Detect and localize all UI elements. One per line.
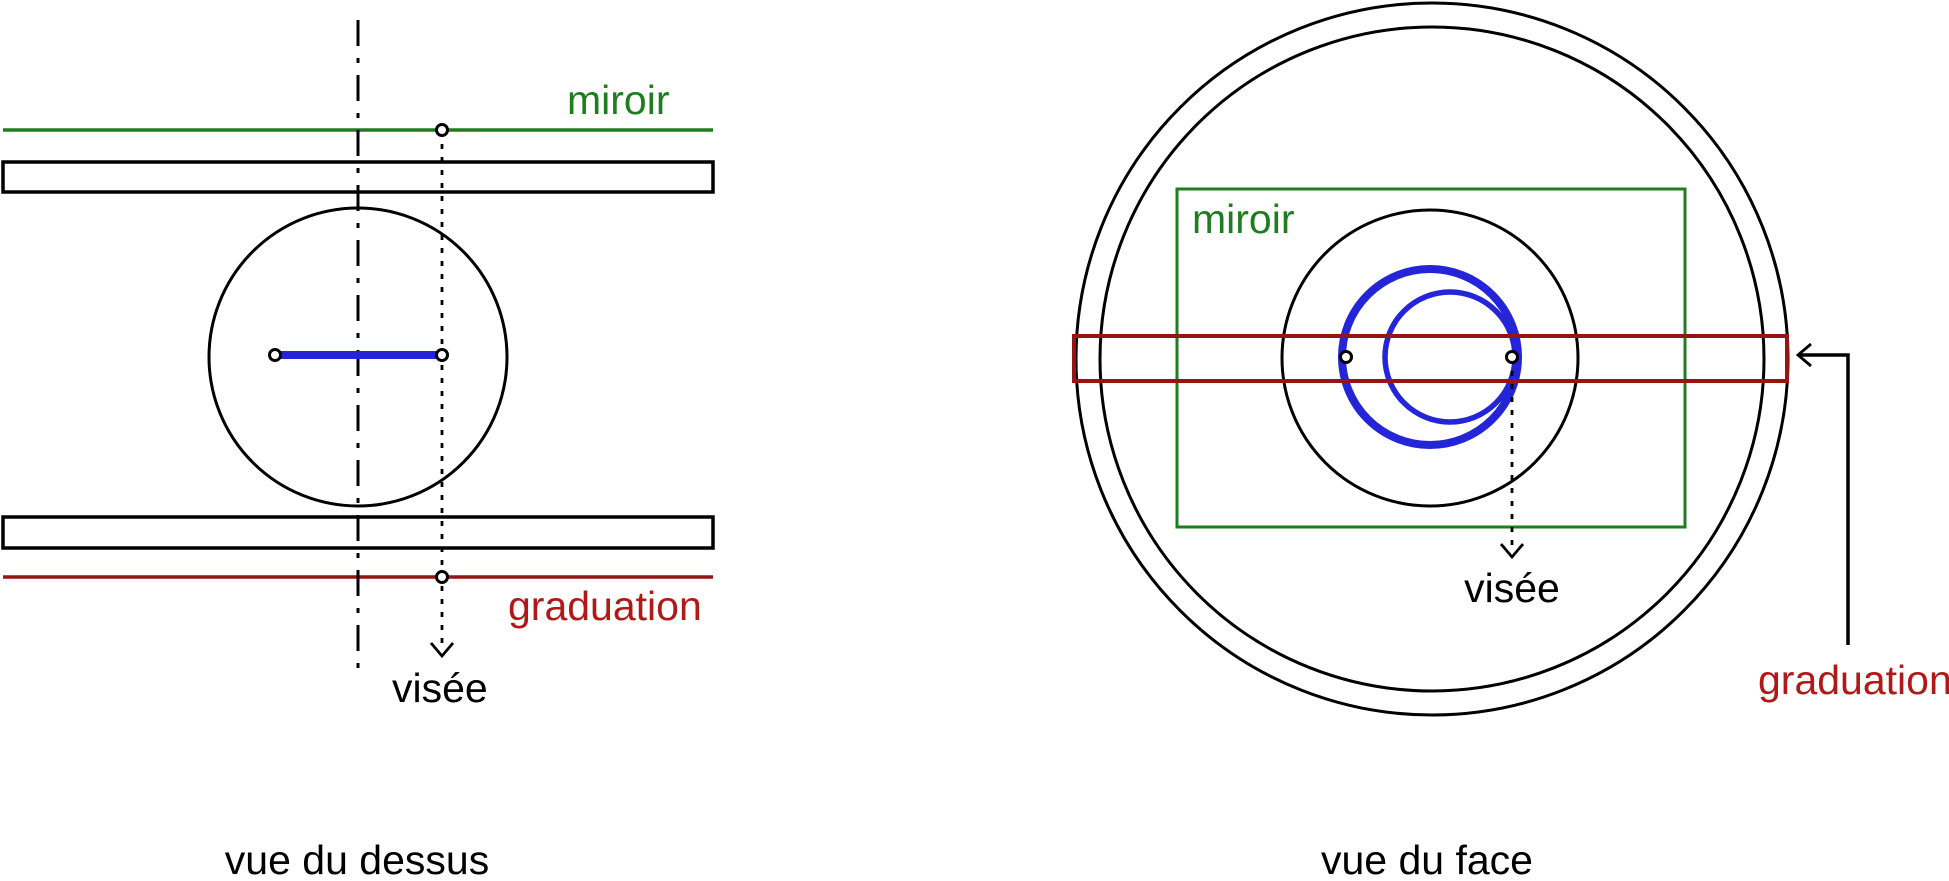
marker-circle-left-end — [1339, 350, 1353, 364]
graduation-label-front-view: graduation — [1758, 657, 1949, 703]
marker-segment-right-end — [435, 348, 449, 362]
front-view-group: miroir visée graduation vue du face — [1072, 1, 1949, 881]
sight-label-top-view: visée — [392, 665, 488, 711]
caption-front-view: vue du face — [1321, 837, 1533, 881]
marker-segment-left-end — [268, 348, 282, 362]
sight-label-front-view: visée — [1464, 565, 1560, 611]
object-circle-inner — [1382, 289, 1518, 425]
marker-circle-right-end — [1505, 350, 1519, 364]
mirror-label-front-view: miroir — [1192, 196, 1294, 242]
marker-on-graduation — [435, 570, 449, 584]
graduation-label-top-view: graduation — [508, 583, 702, 629]
caption-top-view: vue du dessus — [225, 837, 489, 881]
left-arrowhead-icon — [1795, 342, 1812, 368]
marker-on-mirror — [435, 123, 449, 137]
graduation-callout-line — [1798, 353, 1850, 645]
top-view-group: miroir graduation visée vue du dessus — [1, 20, 715, 881]
mirror-rect-front-view — [1175, 187, 1687, 529]
inner-rim-circle — [1098, 25, 1766, 693]
down-arrowhead-icon — [1499, 543, 1525, 560]
mirror-label-top-view: miroir — [567, 77, 669, 123]
graduation-band — [1072, 334, 1789, 383]
outer-rim-circle — [1074, 1, 1790, 717]
down-arrowhead-icon — [429, 642, 455, 659]
lens-circle-front-view — [1280, 208, 1580, 508]
